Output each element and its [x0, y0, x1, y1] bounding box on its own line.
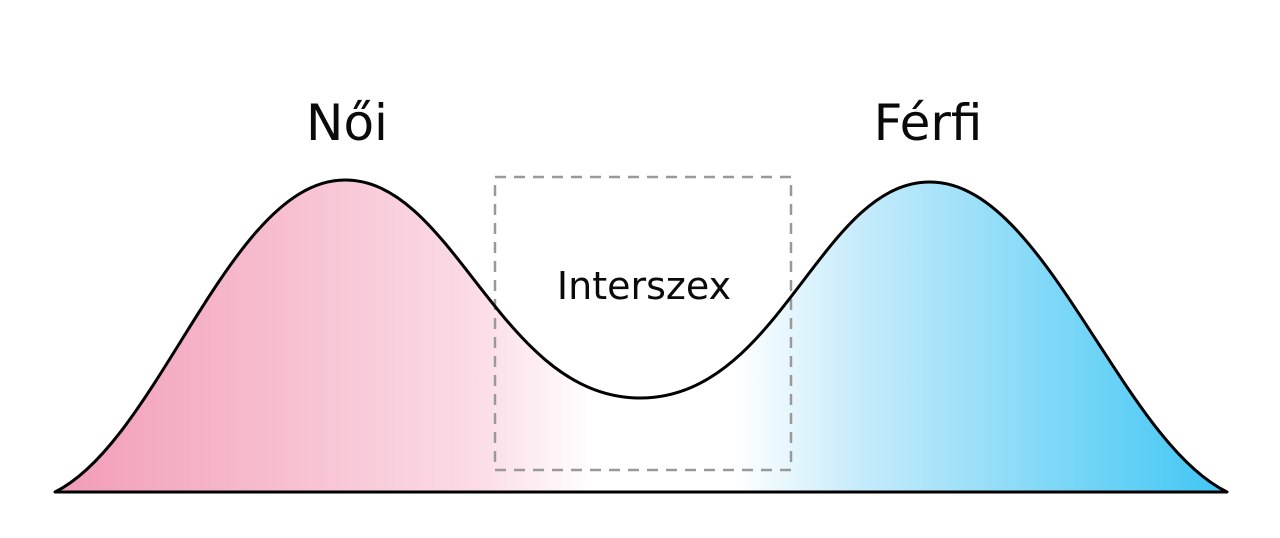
bimodal-distribution-fill: [55, 180, 1227, 492]
bimodal-curve-outline: [53, 178, 1229, 494]
intersex-dashed-box: [493, 175, 793, 472]
label-intersex-region: Interszex: [556, 264, 732, 308]
label-male-peak: Férfi: [873, 94, 983, 152]
label-female-peak: Női: [306, 94, 388, 152]
